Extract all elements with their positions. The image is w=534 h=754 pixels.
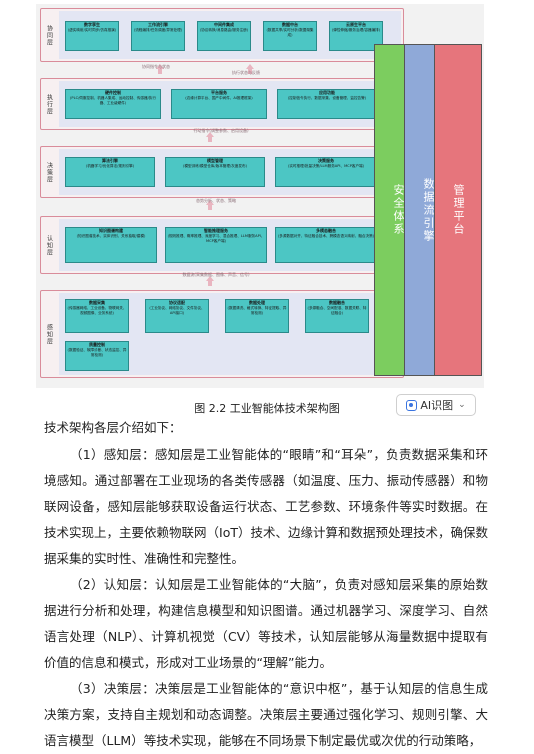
box-data-processing: 数据处理(数据清洗、格式转换、特征提取、异常检测) bbox=[225, 299, 289, 333]
pillar-management: 管理平台 bbox=[434, 44, 482, 376]
paragraph-cognition: （2）认知层：认知层是工业智能体的“大脑”，负责对感知层采集的原始数据进行分析和… bbox=[44, 577, 488, 670]
ai-button-label: AI识图 bbox=[420, 399, 454, 412]
scan-icon bbox=[406, 399, 418, 411]
box-workflow-engine: 工作流引擎(流程编排/任务调度/异常处理) bbox=[131, 21, 185, 51]
arrow-up-icon bbox=[246, 64, 254, 74]
arrow-up-icon bbox=[206, 200, 214, 210]
layer-name: 协同层 bbox=[45, 24, 53, 46]
layer-name: 感知层 bbox=[45, 323, 53, 345]
box-model-management: 模型管理(模型训练/模型仓库/版本管理/灰度发布) bbox=[165, 157, 265, 187]
layer-name: 决策层 bbox=[45, 161, 53, 183]
box-quality-control: 质量控制(数据验证、故障诊断、状态监控、异常检测) bbox=[65, 341, 129, 371]
flow-label: 行动指令(调整参数、启用设备) bbox=[193, 128, 249, 133]
box-data-platform: 数据中台(数据共享/实时分析/数据湖集成) bbox=[263, 21, 317, 51]
figure-caption: 图 2.2 工业智能体技术架构图 bbox=[194, 402, 340, 415]
layer-decision: 决策层 算法引擎(机器学习/优化算法/规则引擎) 模型管理(模型训练/模型仓库/… bbox=[40, 146, 404, 198]
layer-collaboration: 协同层 数字孪生(虚实映射/实时同步/仿真推演) 工作流引擎(流程编排/任务调度… bbox=[40, 8, 404, 62]
flow-label: 执行状态与反馈 bbox=[232, 70, 260, 75]
box-decision-service: 决策服务(实时推理/批量决策/LLM服务API、MCP客户端) bbox=[275, 157, 377, 187]
box-data-fusion: 数据融合(多源融合、空间配准、数据关联、特征融合) bbox=[305, 299, 369, 333]
box-app-function: 应用功能(控制信令执行、数据采集、设备管理、监控告警) bbox=[277, 89, 377, 119]
box-platform-service: 平台服务(边缘计算平台、国产中间件、AI推理框架) bbox=[171, 89, 267, 119]
box-algorithm-engine: 算法引擎(机器学习/优化算法/规则引擎) bbox=[65, 157, 155, 187]
layer-perception: 感知层 数据采集(传感器网络、工业设备、物联网关、视频图像、业务系统) 协议适配… bbox=[40, 290, 404, 378]
arrow-up-icon bbox=[156, 64, 164, 74]
flow-label: 协同指令与状态 bbox=[142, 64, 170, 69]
arrow-up-icon bbox=[206, 132, 214, 142]
layer-cognition: 认知层 知识图谱构建(知识图谱技术、实体识别、关系抽取/建模) 智能推理服务(规… bbox=[40, 216, 404, 274]
ai-recognize-button[interactable]: AI识图 ⌄ bbox=[396, 394, 476, 416]
architecture-diagram: 协同层 数字孪生(虚实映射/实时同步/仿真推演) 工作流引擎(流程编排/任务调度… bbox=[36, 4, 484, 388]
box-inference-service: 智能推理服务(规则推理、概率推理、深度学习、混合推理、LLM服务API、MCP客… bbox=[165, 227, 267, 263]
box-digital-twin: 数字孪生(虚实映射/实时同步/仿真推演) bbox=[65, 21, 119, 51]
box-hardware-control: 硬件控制(PLC/伺服控制、机器人集成、运动控制、传感器/执行器、工业级硬件) bbox=[65, 89, 161, 119]
arrow-up-icon bbox=[206, 276, 214, 286]
chevron-down-icon: ⌄ bbox=[458, 400, 466, 410]
box-data-collection: 数据采集(传感器网络、工业设备、物联网关、视频图像、业务系统) bbox=[65, 299, 129, 333]
layer-execution: 执行层 硬件控制(PLC/伺服控制、机器人集成、运动控制、传感器/执行器、工业级… bbox=[40, 78, 404, 130]
layer-name: 执行层 bbox=[45, 93, 53, 115]
flow-label: 数据流(采集数据、图像、声音、信号) bbox=[182, 272, 250, 277]
box-knowledge-graph: 知识图谱构建(知识图谱技术、实体识别、关系抽取/建模) bbox=[65, 227, 157, 263]
layer-name: 认知层 bbox=[45, 234, 53, 256]
box-protocol-adapter: 协议适配(工业协议、网络协议、文件协议、API接口) bbox=[145, 299, 209, 333]
intro-text: 技术架构各层介绍如下： bbox=[44, 420, 182, 435]
box-middleware: 中间件集成(协议转换/消息路由/服务注册) bbox=[197, 21, 251, 51]
flow-label: 态势分析、状态、策略 bbox=[196, 198, 236, 203]
paragraph-decision: （3）决策层：决策层是工业智能体的“意识中枢”，基于认知层的信息生成决策方案，支… bbox=[44, 681, 488, 748]
paragraph-perception: （1）感知层：感知层是工业智能体的“眼睛”和“耳朵”，负责数据采集和环境感知。通… bbox=[44, 447, 488, 566]
box-cloud-native: 云原生平台(弹性伸缩/服务治理/容器编排) bbox=[329, 21, 383, 51]
box-multimodal-fusion: 多模态融合(多源数据对齐、特征融合技术、跨模态语义映射、融合决策) bbox=[275, 227, 377, 263]
